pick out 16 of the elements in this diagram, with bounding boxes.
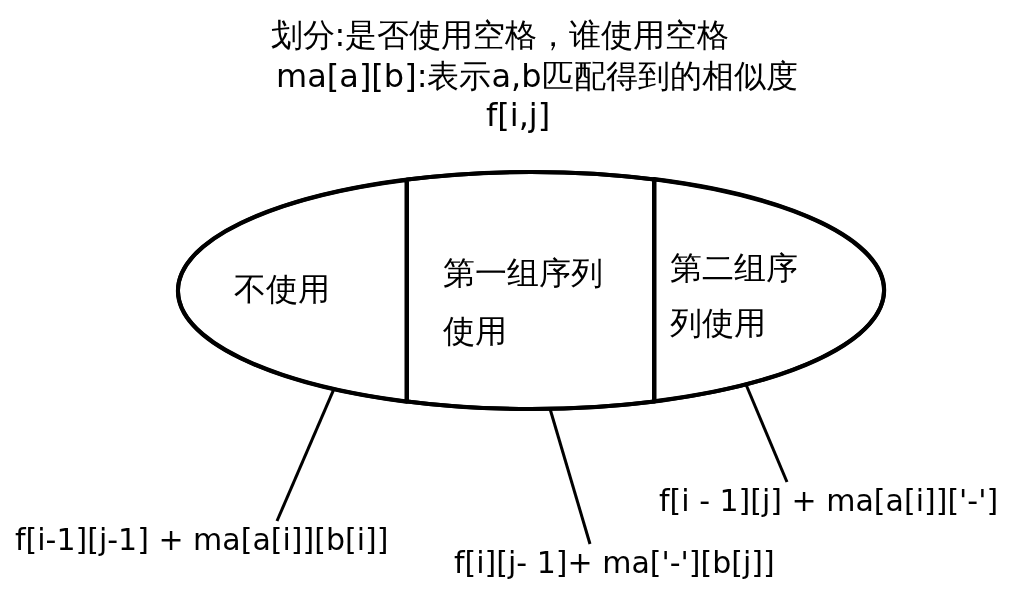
ellipse-section [404,170,656,411]
title: 划分:是否使用空格，谁使用空格 [270,15,730,55]
formula-text: f[i - 1][j] + ma[a[i]]['-'] [659,482,999,520]
leader-line [548,408,592,545]
set-label: f[i,j] [486,95,551,135]
section-label: 不使用 [234,269,331,309]
definition-note: ma[a][b]:表示a,b匹配得到的相似度 [276,56,798,96]
section-label: 第一组序列使用 [443,253,604,352]
ellipse-section [652,177,886,404]
formula-text: f[i-1][j-1] + ma[a[i]][b[i]] [15,521,389,559]
section-label: 第二组序列使用 [670,248,799,344]
leader-line [275,388,336,522]
ellipse-section [176,177,409,404]
formula-text: f[i][j- 1]+ ma['-'][b[j]] [454,544,775,582]
leader-line [744,383,789,483]
ellipse [176,170,886,411]
